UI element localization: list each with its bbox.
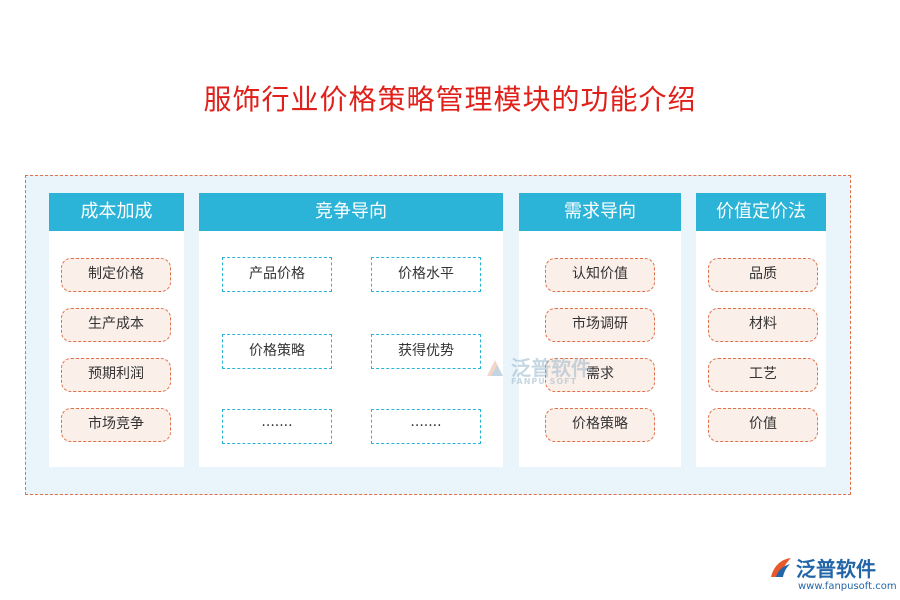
item-box: ······· <box>371 409 481 444</box>
column-header: 价值定价法 <box>696 193 826 231</box>
brand-url: www.fanpusoft.com <box>798 581 897 592</box>
item-box: 制定价格 <box>61 258 171 292</box>
fanpu-logo-icon <box>771 558 791 577</box>
item-box: 价格策略 <box>222 334 332 369</box>
item-box: 市场竞争 <box>61 408 171 442</box>
brand-logo: 泛普软件 www.fanpusoft.com <box>768 553 897 597</box>
item-box: 市场调研 <box>545 308 655 342</box>
page-title: 服饰行业价格策略管理模块的功能介绍 <box>203 83 697 116</box>
watermark: 泛普软件 FANPU SOFT <box>483 352 591 386</box>
item-box: ······· <box>222 409 332 444</box>
column-header: 竞争导向 <box>199 193 503 231</box>
watermark-text: 泛普软件 <box>511 356 591 380</box>
column-header: 成本加成 <box>49 193 184 231</box>
item-box: 获得优势 <box>371 334 481 369</box>
item-box: 生产成本 <box>61 308 171 342</box>
item-box: 需求 <box>545 358 655 392</box>
item-box: 品质 <box>708 258 818 292</box>
fanpu-logo-icon <box>487 360 503 376</box>
item-box: 价值 <box>708 408 818 442</box>
item-box: 材料 <box>708 308 818 342</box>
item-box: 预期利润 <box>61 358 171 392</box>
column-header: 需求导向 <box>519 193 681 231</box>
item-box: 价格水平 <box>371 257 481 292</box>
brand-name: 泛普软件 <box>796 557 876 581</box>
item-box: 认知价值 <box>545 258 655 292</box>
watermark-sub: FANPU SOFT <box>511 377 578 386</box>
item-box: 工艺 <box>708 358 818 392</box>
item-box: 价格策略 <box>545 408 655 442</box>
item-box: 产品价格 <box>222 257 332 292</box>
